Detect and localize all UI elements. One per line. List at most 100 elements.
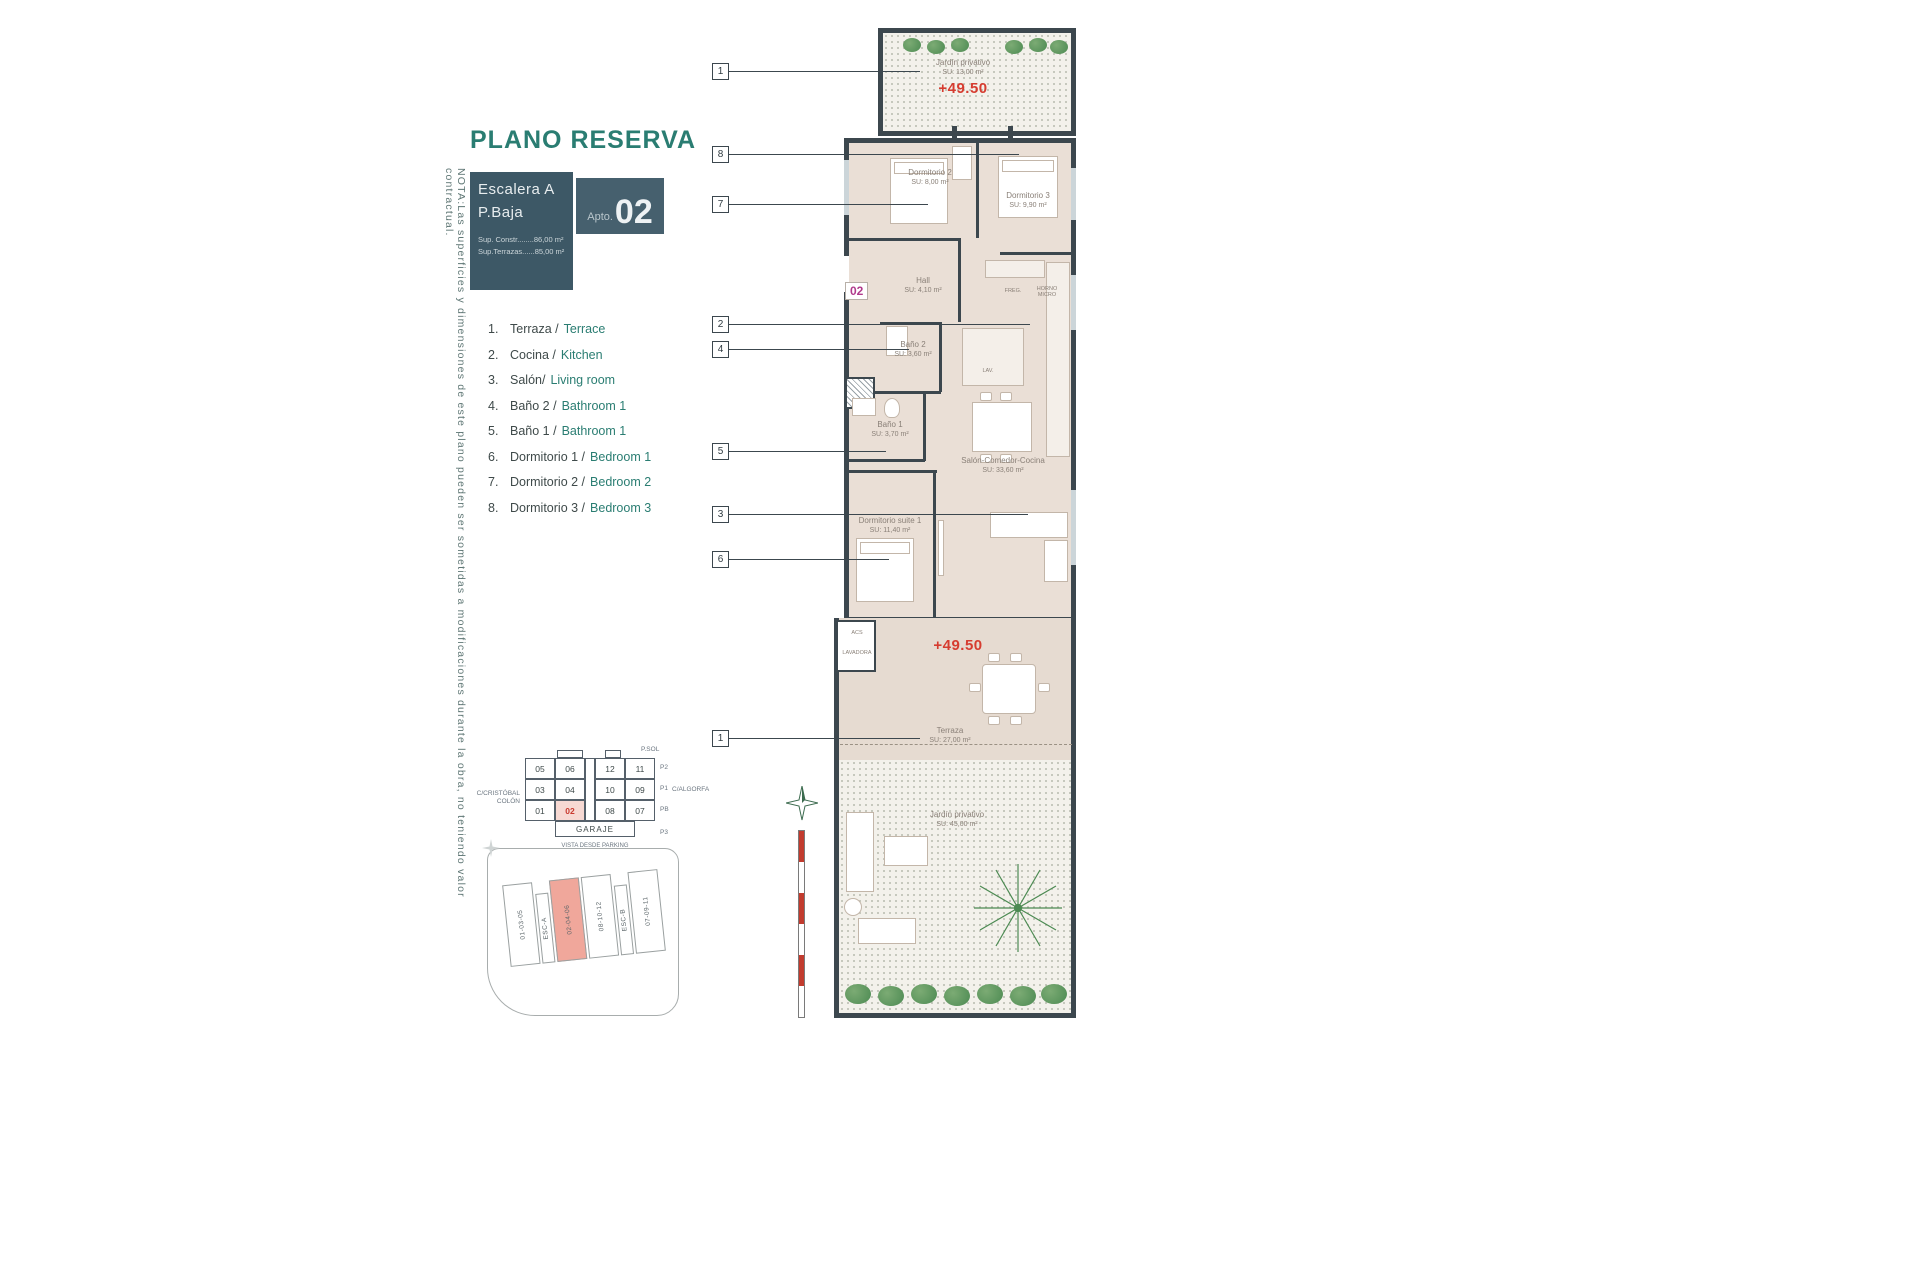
window [1071, 490, 1076, 565]
chair [969, 683, 981, 692]
chair [1010, 716, 1022, 725]
level-annotation-terrace: +49.50 [933, 637, 983, 654]
info-box: Escalera A P.Baja Sup. Constr........86,… [470, 172, 573, 290]
callout-line [729, 559, 889, 560]
wall-segment [958, 238, 961, 322]
apto-box: Apto. 02 [576, 178, 664, 234]
wall-segment [880, 322, 942, 325]
garage-side-label: P1 [660, 785, 668, 792]
site-block-label: 01-03-05 [516, 909, 527, 940]
site-plan: 01-03-05 ESC-A 02-04-06 08-10-12 ESC-B 0… [482, 839, 679, 1016]
bush-icon [1029, 38, 1047, 52]
bush-icon [951, 38, 969, 52]
garden-bottom [834, 760, 1076, 1018]
wall-segment [849, 470, 937, 473]
chaise [1044, 540, 1068, 582]
fixture-label-horno: HORNO MICRO [1036, 286, 1058, 299]
entry-door-gap [844, 256, 849, 292]
callout-6: 6 [712, 551, 729, 568]
garden-sofa [858, 918, 916, 944]
bed-pillow [1002, 160, 1054, 172]
site-block-label: 07-09-11 [641, 896, 652, 927]
callout-5: 5 [712, 443, 729, 460]
chair [1038, 683, 1050, 692]
fixture-label-lav: LAV. [982, 368, 994, 374]
callout-line [729, 71, 920, 72]
window [1071, 168, 1076, 220]
legend-item-dorm3: 8. Dormitorio 3 / Bedroom 3 [488, 500, 652, 515]
garage-vent [605, 750, 621, 758]
callout-line [729, 514, 1028, 515]
callout-line [729, 738, 920, 739]
wall-segment [849, 238, 961, 241]
garage-vent [557, 750, 583, 758]
apto-label: Apto. [587, 211, 613, 223]
kitchen-island [962, 328, 1024, 386]
callout-line [729, 324, 1030, 325]
stair-core [585, 758, 595, 821]
legend-item-bano1: 5. Baño 1 / Bathroom 1 [488, 424, 627, 438]
site-block: 07-09-11 [627, 869, 666, 954]
parking-cell: 01 [525, 800, 555, 821]
legend-item-cocina: 2. Cocina / Kitchen [488, 347, 603, 362]
escalera-label: Escalera A [478, 181, 555, 198]
legend-item-dorm1: 6. Dormitorio 1 / Bedroom 1 [488, 449, 652, 464]
wall-segment [1000, 252, 1074, 255]
garden-sofa [846, 812, 874, 892]
window [844, 160, 849, 215]
unit-number-badge: 02 [845, 282, 869, 300]
kitchen-counter [985, 260, 1045, 278]
callout-3: 3 [712, 506, 729, 523]
wall-segment [923, 391, 926, 461]
callout-1-bottom: 1 [712, 730, 729, 747]
fixture-label-freg: FREG. [1004, 288, 1022, 294]
legend-item-terraza: 1. Terraza / Terrace [488, 322, 606, 336]
bed-pillow [860, 542, 910, 554]
disclaimer-note: NOTA:Las superficies y dimensiones de es… [443, 168, 467, 898]
chair [1000, 454, 1012, 463]
chair [988, 716, 1000, 725]
sup-constr-label: Sup. Constr........86,00 m² [478, 235, 564, 244]
bush-icon [1050, 40, 1068, 54]
site-core-label: ESC-A [540, 916, 550, 940]
chair [980, 392, 992, 401]
callout-line [729, 451, 886, 452]
parking-cell-highlighted: 02 [555, 800, 585, 821]
parking-cell: 03 [525, 779, 555, 800]
wall-segment [849, 391, 941, 394]
parking-cell: 07 [625, 800, 655, 821]
wall-segment [976, 143, 979, 238]
callout-2: 2 [712, 316, 729, 333]
legend-item-dorm2: 7. Dormitorio 2 / Bedroom 2 [488, 475, 652, 489]
site-core-label: ESC-B [619, 908, 629, 932]
site-compass-icon [482, 839, 500, 857]
kitchen-counter [1046, 262, 1070, 457]
page-title: PLANO RESERVA [470, 126, 697, 154]
site-block-label: 02-04-06 [563, 904, 574, 935]
parking-cell: 09 [625, 779, 655, 800]
bush-icon [944, 986, 970, 1006]
bush-icon [845, 984, 871, 1004]
chair [980, 454, 992, 463]
bush-icon [977, 984, 1003, 1004]
garage-side-label: P.SOL [641, 746, 660, 753]
chair [1010, 653, 1022, 662]
legend: 1. Terraza / Terrace 2. Cocina / Kitchen… [488, 322, 708, 526]
garage-side-label: P3 [660, 829, 668, 836]
bush-icon [878, 986, 904, 1006]
parking-cell: 05 [525, 758, 555, 779]
room-label-jardin-top: Jardín privativo SU: 13,00 m² [935, 58, 991, 77]
bush-icon [1005, 40, 1023, 54]
garage-caption: VISTA DESDE PARKING [561, 843, 629, 849]
parking-cell: 12 [595, 758, 625, 779]
garden-table [844, 898, 862, 916]
bush-icon [911, 984, 937, 1004]
bush-icon [1041, 984, 1067, 1004]
bush-icon [903, 38, 921, 52]
garage-diagram: 05 06 12 11 03 04 10 09 01 02 08 07 GARA… [460, 740, 710, 860]
